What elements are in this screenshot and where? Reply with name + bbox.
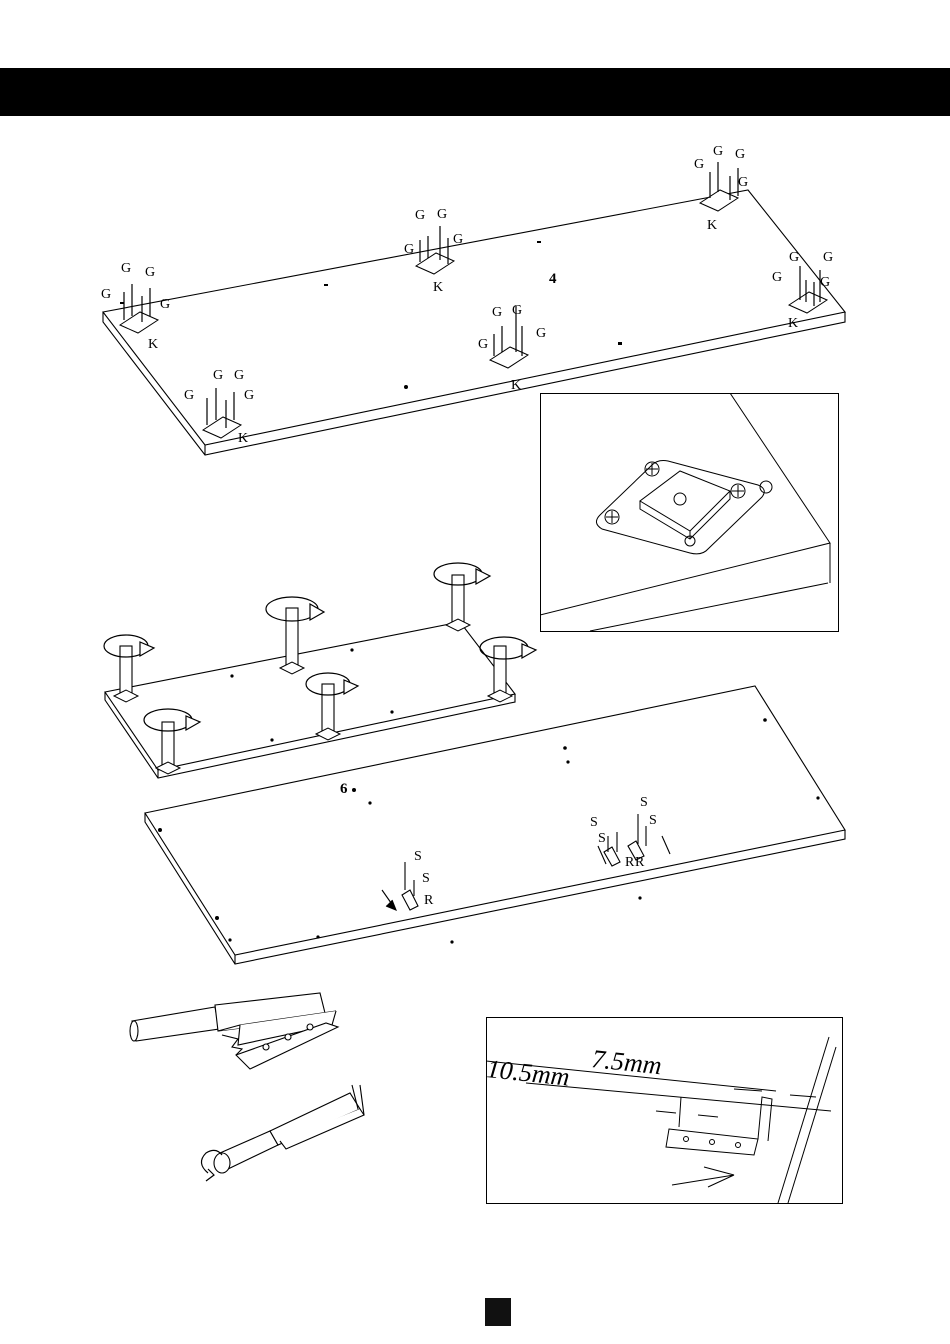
label-s: S — [649, 813, 657, 828]
detail-cam-dimensions: 7.5mm 10.5mm — [486, 1017, 844, 1205]
label-g: G — [415, 208, 425, 223]
label-k: K — [788, 316, 798, 331]
figure-panel-6-cams: S S R S S S S R R 6 — [0, 680, 950, 970]
label-s: S — [598, 831, 606, 846]
label-g: G — [234, 368, 244, 383]
label-g: G — [160, 297, 170, 312]
label-k: K — [433, 280, 443, 295]
label-g: G — [478, 337, 488, 352]
label-s: S — [422, 871, 430, 886]
label-g: G — [512, 303, 522, 318]
label-k: K — [148, 337, 158, 352]
label-g: G — [101, 287, 111, 302]
label-r: R — [625, 855, 635, 870]
label-g: G — [820, 275, 830, 290]
label-k: K — [511, 378, 521, 393]
page-number-marker — [485, 1298, 511, 1326]
label-r: R — [424, 893, 434, 908]
detail-bracket — [540, 393, 840, 633]
label-g: G — [536, 326, 546, 341]
label-s: S — [414, 849, 422, 864]
label-g: G — [244, 388, 254, 403]
label-g: G — [121, 261, 131, 276]
label-g: G — [404, 242, 414, 257]
label-g: G — [437, 207, 447, 222]
figure-cam-fitting — [120, 985, 380, 1205]
label-g: G — [184, 388, 194, 403]
label-g: G — [823, 250, 833, 265]
label-k: K — [238, 431, 248, 446]
header-bar — [0, 68, 950, 116]
label-g: G — [145, 265, 155, 280]
label-g: G — [492, 305, 502, 320]
label-s: S — [590, 815, 598, 830]
label-g: G — [735, 147, 745, 162]
label-g: G — [213, 368, 223, 383]
label-g: G — [713, 144, 723, 159]
panel-number-6: 6 — [340, 781, 348, 797]
label-g: G — [694, 157, 704, 172]
label-g: G — [772, 270, 782, 285]
label-g: G — [738, 175, 748, 190]
label-g: G — [789, 250, 799, 265]
label-r: R — [635, 855, 645, 870]
label-s: S — [640, 795, 648, 810]
label-k: K — [707, 218, 717, 233]
panel-number-4: 4 — [549, 271, 557, 287]
label-g: G — [453, 232, 463, 247]
